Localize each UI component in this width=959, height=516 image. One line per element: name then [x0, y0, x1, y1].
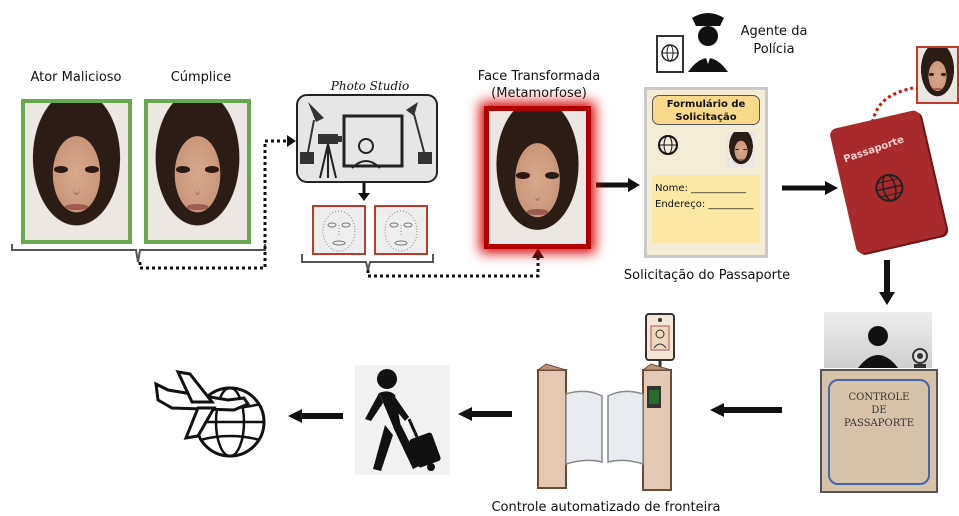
- morph-label-line2: (Metamorfose): [491, 86, 587, 101]
- form-title-line1: Formulário de: [666, 99, 746, 110]
- studio-light-icon: [406, 102, 432, 164]
- morph-label-line1: Face Transformada: [477, 69, 601, 84]
- accomplice-face-photo: [144, 99, 251, 244]
- tripod-icon: [319, 143, 337, 179]
- studio-light-icon: [300, 102, 324, 164]
- morphed-face-photo: [484, 106, 591, 249]
- passport-booklet: Passaporte: [828, 109, 948, 255]
- form-address-field: Endereço: _________: [655, 199, 754, 210]
- airplane-globe-icon: [154, 370, 266, 458]
- abc-caption: Controle automatizado de fronteira: [491, 500, 721, 515]
- form-photo: [727, 132, 755, 168]
- passport-control-booth: CONTROLE DE PASSAPORTE: [820, 369, 938, 493]
- passport-label: Passaporte: [842, 134, 906, 166]
- webcam-icon: [912, 348, 928, 368]
- photo-studio-label: Photo Studio: [330, 79, 410, 93]
- face-landmark-mesh-1: [312, 205, 366, 255]
- globe-icon: [875, 173, 904, 202]
- booth-line1: CONTROLE: [848, 392, 910, 403]
- border-officer-icon: [858, 326, 928, 368]
- photographer-icon: [351, 138, 381, 169]
- booth-line2: DE: [871, 405, 887, 416]
- booth-text: CONTROLE DE PASSAPORTE: [830, 391, 928, 430]
- form-title-line2: Solicitação: [675, 112, 737, 123]
- form-fields: Nome: ___________ Endereço: _________: [652, 175, 760, 243]
- camera-icon: [318, 134, 342, 144]
- police-label-line1: Agente da: [740, 24, 808, 39]
- form-name-field: Nome: ___________: [655, 183, 747, 194]
- abc-gate-illustration: [536, 313, 675, 491]
- accomplice-label: Cúmplice: [170, 70, 232, 85]
- actor-label: Ator Malicioso: [30, 70, 122, 85]
- passport-photo: [916, 46, 959, 104]
- application-form: Formulário de Solicitação Nome: ________…: [644, 87, 768, 258]
- booth-panel: CONTROLE DE PASSAPORTE: [828, 379, 930, 485]
- police-label-line2: Polícia: [753, 42, 795, 57]
- application-caption: Solicitação do Passaporte: [623, 268, 791, 283]
- traveler-with-luggage-icon: [355, 365, 450, 475]
- actor-face-photo: [21, 99, 132, 244]
- police-officer-icon: [656, 13, 728, 73]
- form-title: Formulário de Solicitação: [652, 95, 760, 125]
- booth-line3: PASSAPORTE: [843, 418, 915, 429]
- photo-studio-illustration: [296, 94, 438, 183]
- globe-icon: [658, 135, 678, 155]
- face-landmark-mesh-2: [374, 205, 428, 255]
